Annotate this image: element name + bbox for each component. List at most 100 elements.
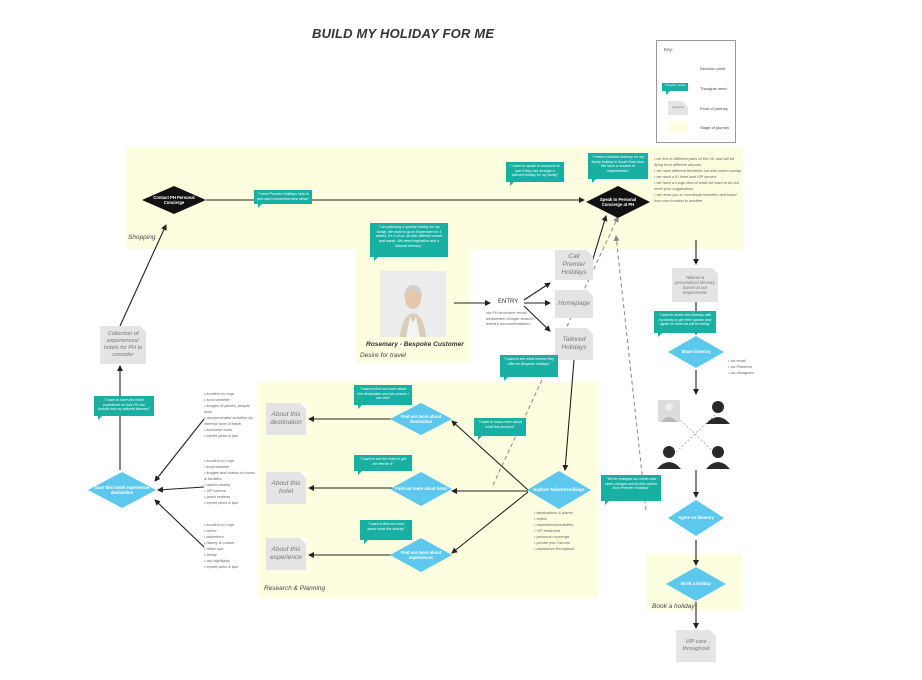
note-planning: "I am planning a special holiday for my … <box>370 223 448 261</box>
arrow-hotellist-to-save <box>157 486 205 493</box>
hotel-feature: • expert picks & tips <box>204 500 239 506</box>
key-thought-label: Thoughts need <box>700 86 727 91</box>
family-member-icon <box>706 401 730 424</box>
entry-sources: via PH brochure/ email newsletter/ Googl… <box>486 310 534 327</box>
explore-offer: • hotels <box>534 516 547 522</box>
requirement-item: • we want a 5* hotel and VIP service <box>654 174 717 180</box>
stage-label-research: Research & Planning <box>264 585 326 592</box>
arrow-entry-to-call <box>523 282 551 301</box>
page-tailored-holidays: Tailored Holidays <box>555 328 593 360</box>
experience-features-list: • location on map • active • adventure •… <box>204 522 256 570</box>
hotel-feature: • what's nearby <box>204 482 231 488</box>
experience-feature: • active <box>204 528 217 534</box>
decision-contact-concierge <box>142 186 206 214</box>
requirement-item: • we live in different parts of the UK a… <box>654 156 735 168</box>
destination-feature: • location on map <box>204 391 234 396</box>
decision-explore-tailored <box>527 471 591 509</box>
key-stage-sample <box>668 122 688 132</box>
note-see-hotel: "I want to see the hotel to get the feel… <box>354 455 412 475</box>
family-member-icon <box>657 446 681 469</box>
family-link-2 <box>671 411 719 457</box>
key-decision-label: Decision point <box>700 66 726 71</box>
hotel-feature: • VIP service <box>204 488 226 494</box>
family-member-icon <box>706 446 730 469</box>
note-need-help: "I need Premier Holidays help to pick an… <box>254 190 312 208</box>
note-share-family: "I want to share this itinerary with my … <box>654 311 716 337</box>
decision-agree-itinerary <box>668 500 724 536</box>
destination-features-list: • location on map • local weather • imag… <box>204 391 256 439</box>
note-find-destination: "I want to find out more about this dest… <box>354 385 412 409</box>
explore-offer: • private jets/ escorts <box>534 540 570 546</box>
arrow-explore-to-exp <box>451 491 529 554</box>
explore-offer-list: • destinations & places • hotels • exper… <box>534 510 592 552</box>
decision-find-destination <box>390 403 452 435</box>
hotel-feature: • local weather <box>204 464 230 470</box>
decision-find-experiences <box>390 538 452 572</box>
decision-share-itinerary <box>668 336 724 368</box>
hotel-feature: • guest reviews <box>204 494 231 500</box>
key-page-label: Point of journey <box>700 106 728 111</box>
stage-label-book: Book a holiday <box>652 603 695 610</box>
page-itinerary: Tailored & personalised itinerary based … <box>672 268 718 302</box>
arrow-call-to-speak <box>591 215 608 263</box>
entry-label: ENTRY <box>498 299 519 305</box>
stage-label-shopping: Shopping <box>128 234 156 241</box>
share-via-item: • via Instagram <box>728 370 754 376</box>
decision-save <box>88 472 156 508</box>
requirement-item: • we have different timelines but with s… <box>654 168 742 174</box>
explore-offer: • personal concierge <box>534 534 570 540</box>
destination-feature: • exclusive tours <box>204 427 233 433</box>
explore-offer: • destinations & places <box>534 510 574 515</box>
hotel-feature: • location on map <box>204 458 234 463</box>
requirements-list: • we live in different parts of the UK a… <box>654 156 742 204</box>
key-page-sample: Page/step <box>668 101 688 115</box>
destination-feature: • expert picks & tips <box>204 433 239 439</box>
hotel-feature: • images and videos of rooms & facilitie… <box>204 470 256 482</box>
destination-feature: • recommended activities by interest/ ti… <box>204 415 253 427</box>
key-title: Key: <box>664 47 674 52</box>
persona-photo <box>380 271 446 337</box>
page-about-hotel: About this hotel <box>266 472 306 504</box>
diagram-title: BUILD MY HOLIDAY FOR ME <box>312 26 495 41</box>
page-vip-care: VIP care throughout <box>676 630 716 662</box>
decision-speak-concierge <box>586 186 650 218</box>
page-homepage: Homepage <box>555 290 593 318</box>
share-via-list: • via email • via Pinterest • via Instag… <box>728 358 768 376</box>
experience-feature: • expert picks & tips <box>204 564 239 570</box>
family-group <box>657 400 730 469</box>
note-what-service: "I want to see what service they offer f… <box>500 355 558 381</box>
page-about-experience: About this experience <box>266 538 306 570</box>
experience-feature: • location on map <box>204 522 234 527</box>
key-stage-label: Stage of journey <box>700 125 730 130</box>
arrow-collection-to-contact <box>119 224 167 327</box>
arrow-tailored-to-explore <box>562 359 575 471</box>
family-link-1 <box>671 411 719 457</box>
explore-offer: • assistance throughout <box>534 546 575 552</box>
experience-feature: • adventure <box>204 534 224 540</box>
page-call-premier: Call Premier Holidays <box>555 250 593 280</box>
share-via-item: • via email <box>728 358 746 363</box>
experience-feature: • relax/ spa <box>204 546 224 552</box>
experience-feature: • city highlights <box>204 558 230 564</box>
note-know-more: "I want to know more about what this inv… <box>474 418 526 440</box>
page-collection: Collection of experiences/ hotels for PH… <box>100 326 146 364</box>
requirement-item: • we have a rough idea of what we want t… <box>654 180 739 192</box>
decision-find-hotel <box>390 472 452 506</box>
experience-feature: • history & culture <box>204 540 235 546</box>
note-changed-minds: "We've changed our minds and need change… <box>601 475 661 505</box>
note-find-activity: "I want to find out more about what this… <box>360 520 412 544</box>
arrow-explore-to-dest <box>451 420 529 491</box>
explore-offer: • VIP treatment <box>534 528 561 534</box>
persona-name: Rosemary - Bespoke Customer <box>366 341 464 348</box>
note-save-hotel: "I want to save this hotel/ experience s… <box>94 396 154 420</box>
arrow-destlist-to-save <box>154 418 205 482</box>
note-tailored-itinerary: "I need a tailored itinerary for my fami… <box>588 153 648 183</box>
page-about-destination: About this destination <box>266 403 306 435</box>
note-speak-someone: "I want to speak to someone to ask if th… <box>506 162 564 186</box>
decision-book-holiday <box>666 567 726 601</box>
arrow-explist-to-save <box>154 499 205 548</box>
experience-feature: • family <box>204 552 217 558</box>
destination-feature: • images of places, people, food <box>204 403 251 415</box>
explore-offer: • experiences/activities <box>534 522 574 528</box>
dashed-changes-to-speak <box>613 235 647 511</box>
